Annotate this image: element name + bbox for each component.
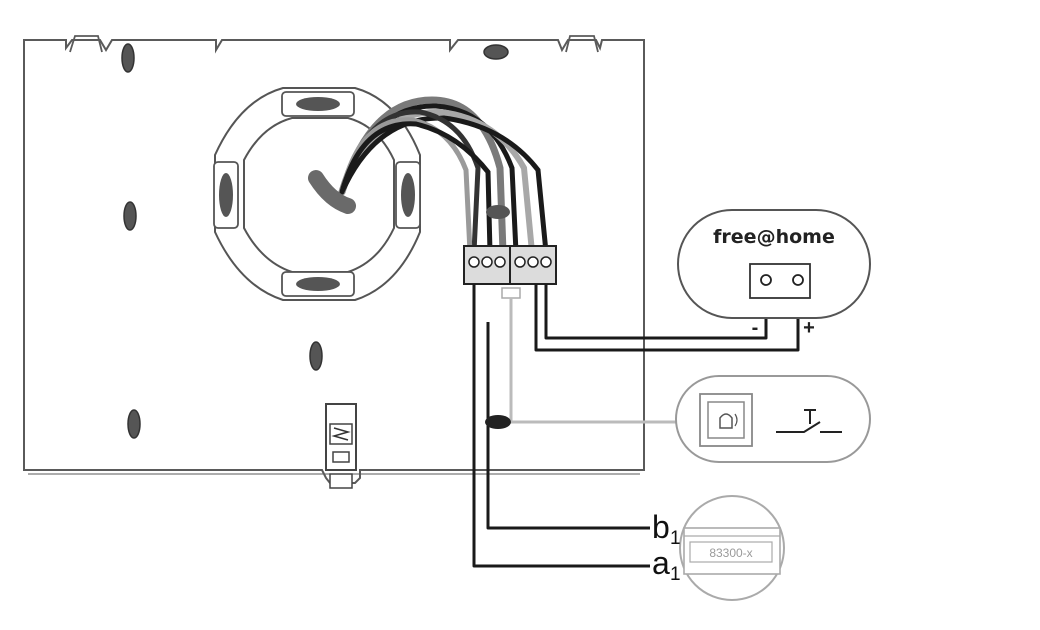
wire-a1 <box>472 284 650 568</box>
terminal-a-letter: a <box>652 545 670 581</box>
free-at-home-unit: free@home - + <box>677 209 871 339</box>
terminal-a-sub: 1 <box>670 564 681 585</box>
terminal-label-a1: a 1 <box>652 545 681 585</box>
bus-minus-label: - <box>752 317 759 339</box>
bus-module-icon: 83300-x <box>679 495 785 601</box>
wire-b1 <box>486 322 650 530</box>
terminal-label-b1: b 1 <box>652 509 681 549</box>
bus-plus-label: + <box>803 317 815 339</box>
doorbell-unit <box>675 375 871 463</box>
doorbell-button-icon <box>699 393 753 447</box>
free-at-home-title: free@home <box>713 226 835 248</box>
dip-switch <box>325 403 357 489</box>
module-label: 83300-x <box>709 546 752 560</box>
pushbutton-switch-icon <box>776 409 842 433</box>
terminal-b-letter: b <box>652 509 670 545</box>
terminal-block-icon <box>463 245 557 299</box>
cable-bundle-icon <box>308 96 549 256</box>
terminal-b-sub: 1 <box>670 528 681 549</box>
